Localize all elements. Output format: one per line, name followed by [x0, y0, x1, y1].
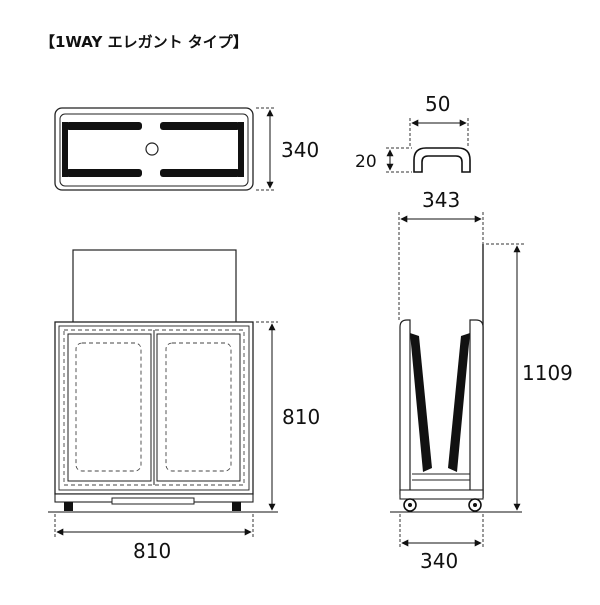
dim-front-height: 810: [256, 321, 320, 511]
dim-front-width-label: 810: [133, 539, 171, 563]
handle-view: [413, 147, 471, 173]
dim-handle-height: 20: [355, 147, 412, 173]
dim-overall-height-label: 1109: [522, 361, 573, 385]
dim-side-top-depth: 343: [398, 188, 484, 320]
dim-top-depth-label: 340: [281, 138, 319, 162]
dim-side-bottom-depth-label: 340: [420, 549, 458, 573]
dim-handle-width-label: 50: [425, 92, 450, 116]
dim-handle-height-label: 20: [355, 152, 377, 172]
dim-front-height-label: 810: [282, 405, 320, 429]
diagram-title: 【1WAY エレガント タイプ】: [40, 33, 248, 51]
front-view: [54, 249, 254, 511]
dim-top-depth: 340: [256, 107, 319, 191]
dim-handle-width: 50: [409, 92, 469, 146]
dim-side-bottom-depth: 340: [399, 514, 484, 573]
dim-overall-height: 1109: [486, 243, 573, 511]
dim-front-width: 810: [54, 514, 254, 563]
top-view: [54, 107, 254, 191]
dim-side-top-depth-label: 343: [422, 188, 460, 212]
side-view: [399, 244, 484, 512]
